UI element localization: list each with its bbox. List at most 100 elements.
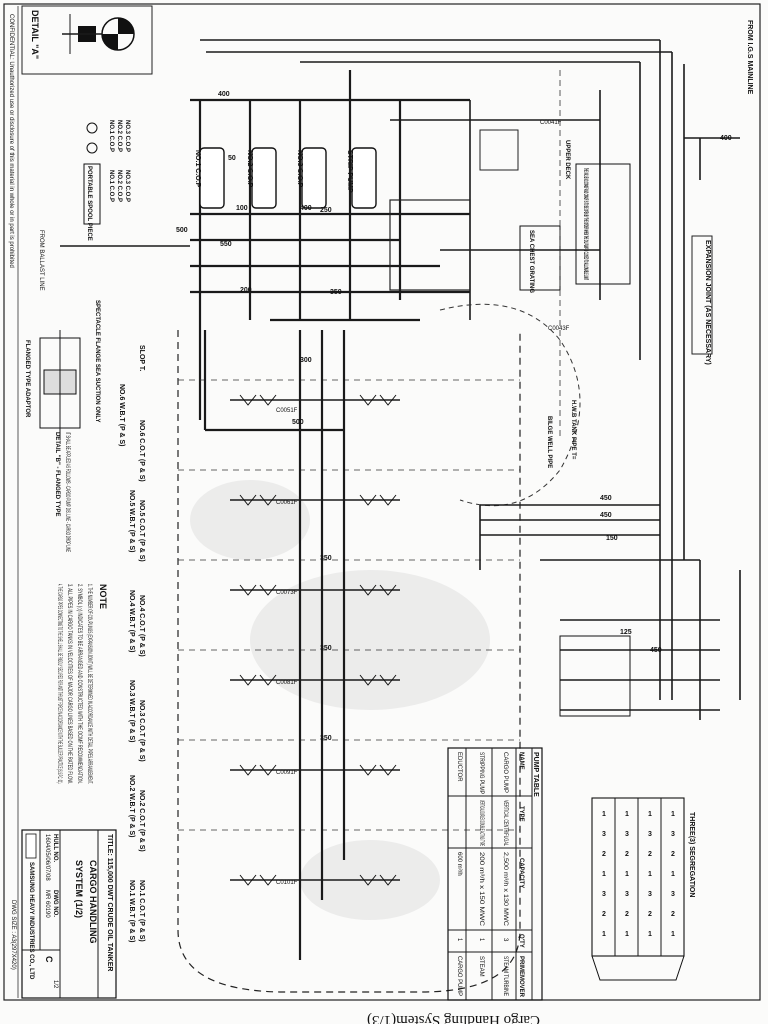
confidential-note: CONFIDENTIAL: Unauthorized use or disclo… [8, 14, 14, 268]
page-caption: Cargo Handling System(1/3) [367, 1012, 540, 1024]
pump-label-1: NO.1 C.O.P [194, 150, 201, 188]
pump-label-strip: STRIP PUMP [346, 150, 353, 193]
tank-label-3: NO.4 W.B.T (P & S) [128, 590, 135, 653]
sea-chest-label: SEA CHEST GRATING [528, 230, 534, 293]
segregation-cell: 2 [648, 911, 652, 918]
pump-row-3-name: EDUCTOR [456, 752, 462, 782]
pump-row-1-type: VERTICAL CENTRIFUGAL [502, 800, 508, 846]
svg-text:C0091F: C0091F [276, 770, 298, 776]
pump-row-3-qty: 1 [456, 938, 462, 942]
notes-title: NOTE [98, 584, 108, 609]
svg-text:400: 400 [720, 135, 732, 142]
symbol-circle-1 [86, 122, 98, 134]
svg-text:C0041F: C0041F [540, 120, 562, 126]
pump-row-1-qty: 3 [502, 938, 508, 942]
segregation-cell: 1 [625, 871, 629, 878]
flanged-adaptor-label: FLANGED TYPE ADAPTOR [24, 340, 30, 418]
segregation-cell: 1 [671, 871, 675, 878]
pump-table-grid [447, 747, 543, 1001]
cop-list-a-3: NO.3 C.O.P [124, 120, 130, 152]
cargo-pumps [199, 147, 377, 209]
segregation-cell: 2 [602, 851, 606, 858]
svg-text:400: 400 [300, 205, 312, 212]
cop-list-a-1: NO.1 C.O.P [108, 120, 114, 152]
expansion-joint-label: EXPANSION JOINT (AS NECESSARY) [704, 240, 711, 365]
segregation-cell: 2 [625, 851, 629, 858]
suction-symbols [239, 394, 397, 886]
segregation-cell: 3 [625, 831, 629, 838]
svg-text:350: 350 [320, 735, 332, 742]
pump-row-3-prime: CARGO PUMP [456, 956, 462, 996]
title-block [21, 829, 117, 999]
svg-text:350: 350 [330, 289, 342, 296]
svg-text:C0043F: C0043F [548, 326, 570, 332]
cop-list-b-1: NO.1 C.O.P [108, 170, 114, 202]
upper-deck-label: UPPER DECK [564, 140, 570, 180]
tank-label-9: NO.1 W.B.T (P & S) [128, 880, 135, 943]
company-logo [25, 833, 37, 859]
tank-label-8: NO.2 C.O.T (P & S) [138, 790, 145, 852]
svg-text:450: 450 [650, 647, 662, 654]
segregation-cell: 2 [625, 911, 629, 918]
tank-label-6: NO.3 C.O.T (P & S) [138, 700, 145, 762]
segregation-cell: 1 [625, 931, 629, 938]
expansion-joint-box [691, 235, 713, 355]
pump-table-header-name: NAME [518, 752, 524, 770]
pump-row-2-name: STRIPPING PUMP [478, 752, 484, 794]
segregation-cell: 1 [671, 931, 675, 938]
detail-b-label: DETAIL "B" - FLANGED TYPE [54, 432, 60, 516]
company-name: SAMSUNG HEAVY INDUSTRIES CO., LTD [28, 862, 34, 980]
svg-text:200: 200 [240, 287, 252, 294]
segregation-cell: 1 [648, 811, 652, 818]
pump-table-header-type: TYPE [518, 806, 524, 822]
svg-text:350: 350 [320, 555, 332, 562]
portable-spool-label: PORTABLE SPOOL PIECE [86, 166, 92, 241]
note-2: 2. SYMBOL (◇) INDICATES TO BE ARRANGED A… [76, 584, 82, 784]
segregation-cell: 1 [602, 811, 606, 818]
pump-row-1-prime: STEAM TURBINE [502, 956, 508, 996]
svg-text:450: 450 [600, 495, 612, 502]
svg-text:C0073F: C0073F [276, 590, 298, 596]
slop-wbt-label: NO.6 W.B.T (P & S) [118, 384, 125, 447]
note-1: 1. THE NUMBER OF COUPLINGS (EXPANSION JO… [86, 584, 92, 784]
pump-row-2-capacity: 200 m³/h x 150 MWC [478, 852, 484, 927]
hull-outline [177, 303, 581, 993]
sheet-label: 1/2 [52, 980, 58, 989]
segregation-cell: 1 [625, 811, 629, 818]
svg-text:C0061F: C0061F [276, 500, 298, 506]
svg-text:150: 150 [606, 535, 618, 542]
tank-label-10: NO.1 C.O.T (P & S) [138, 880, 145, 942]
pump-row-3-capacity: 600 m³/h [456, 852, 462, 876]
segregation-table [591, 797, 685, 981]
svg-text:125: 125 [620, 629, 632, 636]
pump-table-header-qty: Q'TY [518, 934, 524, 948]
from-ballast-label: FROM BALLAST LINE [38, 230, 44, 291]
tank-dividers [178, 379, 520, 831]
note-3: 3. ALL PIPES IN CARGO TANKS IN VELOCITIE… [66, 584, 72, 784]
segregation-cell: 2 [602, 911, 606, 918]
valve-note-box [575, 163, 631, 285]
segregation-title: THREE(3) SEGREGATION [688, 812, 695, 897]
igs-mainline [200, 39, 740, 700]
from-igs-label: FROM I.G.S MAINLINE [746, 20, 753, 95]
pump-row-2-type: VERTICAL DUPLEX DOUBLE ACTING TYPE [478, 800, 484, 846]
segregation-cell: 1 [648, 871, 652, 878]
tank-label-1: NO.5 W.B.T (P & S) [128, 490, 135, 553]
pump-row-2-prime: STEAM [478, 956, 484, 977]
dwg-size: DWG SIZE : A3(297X420) [10, 900, 16, 970]
portable-spool-box [83, 163, 101, 225]
pump-table-header-prime: PRIMEMOVER [518, 956, 524, 998]
segregation-cell: 2 [648, 851, 652, 858]
segregation-cell: 3 [648, 831, 652, 838]
cop-list-b-3: NO.3 C.O.P [124, 170, 130, 202]
pump-row-1-capacity: 2,500 m³/h x 130 MWC [502, 852, 508, 927]
sea-chest-box [519, 225, 561, 291]
cop-list-a-2: NO.2 C.O.P [116, 120, 122, 152]
detail-b-note: IT SHALL BE APPLIED AS FOLLOWS - CARGO P… [64, 432, 70, 552]
segregation-cell: 1 [602, 871, 606, 878]
symbol-circle-2 [86, 142, 98, 154]
pump-table-title: PUMP TABLE [532, 752, 539, 797]
segregation-cell: 1 [602, 931, 606, 938]
hull-no: 1604/05/06/07/08 [44, 834, 50, 881]
